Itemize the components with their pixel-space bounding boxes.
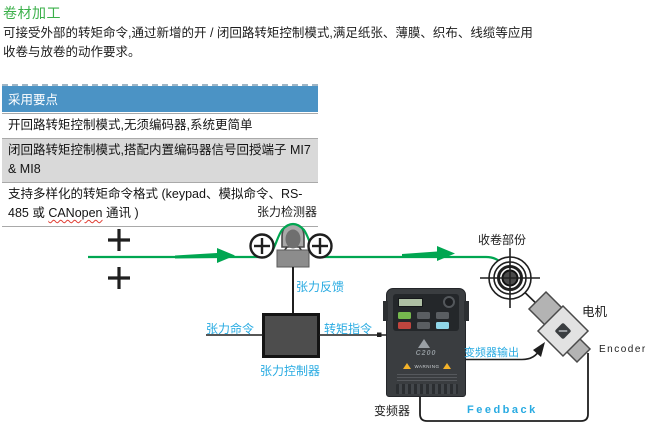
tension-command-label: 张力命令 — [206, 322, 255, 336]
warning-triangle-icon — [403, 363, 412, 369]
key-point-text: 支持多样化的转矩命令格式 (keypad、模拟命令、RS-485 或 — [8, 187, 303, 220]
inverter-button-cyan — [436, 322, 449, 329]
guide-roller-right-icon — [307, 233, 333, 259]
inverter-label: 变频器 — [374, 404, 411, 418]
web-direction-arrow-left — [175, 248, 235, 263]
intro-paragraph: 可接受外部的转矩命令,通过新增的开 / 闭回路转矩控制模式,满足纸张、薄膜、织布… — [3, 24, 648, 61]
encoder-feedback-line — [419, 353, 589, 422]
inverter-knob — [443, 296, 455, 308]
intro-line-1: 可接受外部的转矩命令,通过新增的开 / 闭回路转矩控制模式,满足纸张、薄膜、织布… — [3, 26, 533, 40]
winding-section-label: 收卷部份 — [478, 233, 527, 247]
inverter-mount-ear — [383, 301, 388, 321]
inverter-label-line — [397, 380, 457, 381]
inverter-button-green — [398, 312, 411, 319]
inverter-display — [398, 298, 423, 307]
output-arrowhead — [533, 342, 545, 357]
inverter-label-line — [397, 374, 457, 375]
inverter-model-text: C200 — [415, 350, 437, 357]
winding-roll-icon — [480, 248, 540, 308]
motor-nameplate — [555, 323, 571, 339]
web-line — [88, 222, 504, 266]
tension-feedback-label: 张力反馈 — [296, 280, 345, 294]
delta-logo — [418, 339, 430, 348]
inverter-warning-text: WARNING — [414, 363, 440, 369]
torque-command-label: 转矩指令 — [324, 322, 373, 336]
inverter-button — [417, 312, 430, 319]
page-title: 卷材加工 — [3, 5, 61, 21]
motor-icon — [527, 290, 592, 364]
inverter-heatsink — [396, 384, 458, 394]
key-point-text: 通讯 ) — [102, 206, 139, 220]
plus-symbol-bottom — [108, 267, 130, 289]
inverter-button-red — [398, 322, 411, 329]
inverter-output-label: 变频器输出 — [464, 347, 519, 359]
motor-label: 电机 — [582, 305, 608, 319]
encoder-label: Encoder — [599, 344, 647, 355]
tension-controller-box — [262, 313, 320, 358]
key-point-row: 支持多样化的转矩命令格式 (keypad、模拟命令、RS-485 或 CANop… — [2, 182, 318, 227]
guide-roller-left-icon — [249, 233, 275, 259]
key-points-header: 采用要点 — [2, 86, 318, 112]
tension-controller-label: 张力控制器 — [260, 364, 321, 378]
inverter-button — [436, 312, 449, 319]
inverter-button — [417, 322, 430, 329]
key-point-row: 闭回路转矩控制模式,搭配内置编码器信号回授端子 MI7 & MI8 — [2, 138, 318, 182]
web-direction-arrow-right — [402, 246, 455, 261]
tension-control-diagram — [88, 222, 592, 422]
spellchecked-word: CANopen — [48, 206, 103, 220]
plus-symbol-top — [108, 229, 130, 251]
inverter-label-line — [397, 377, 457, 378]
warning-triangle-icon — [442, 363, 451, 369]
feedback-label: Feedback — [467, 404, 538, 416]
inverter-warning-label: WARNING — [393, 363, 461, 369]
inverter-image: C200 WARNING — [383, 288, 469, 397]
detector-base — [276, 249, 310, 268]
tension-detector-label: 张力检测器 — [257, 205, 318, 219]
key-points-table: 采用要点 开回路转矩控制模式,无须编码器,系统更简单 闭回路转矩控制模式,搭配内… — [2, 84, 318, 227]
key-point-row: 开回路转矩控制模式,无须编码器,系统更简单 — [2, 113, 318, 138]
inverter-keypad-panel — [393, 294, 459, 331]
intro-line-2: 收卷与放卷的动作要求。 — [3, 44, 141, 59]
inverter-mount-ear — [464, 301, 469, 321]
connector-dot — [377, 332, 382, 337]
